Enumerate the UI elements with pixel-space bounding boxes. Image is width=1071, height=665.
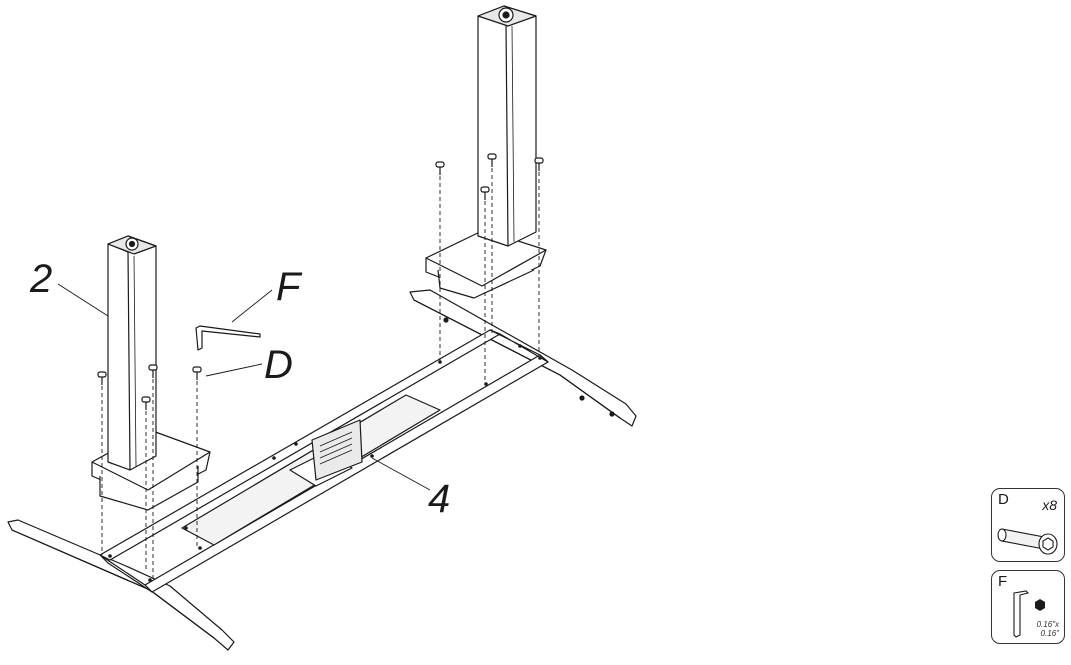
callout-allen-key-label: F [276,265,303,309]
callout-leg-label: 2 [29,257,52,301]
part-card-bolt: D x8 [991,488,1065,562]
right-leg [425,5,547,299]
bolt-icon [148,364,158,378]
part-letter: F [998,573,1008,590]
bolts-right-leg [435,153,544,200]
callout-bolt-label: D [264,343,293,387]
left-leg [91,235,211,511]
crossbar-frame [99,329,549,593]
bolt-icon [141,396,151,410]
part-quantity: x8 [1042,497,1057,513]
left-foot [7,519,235,651]
part-letter: D [998,491,1009,508]
allen-key [195,325,261,351]
callout-crossbar-label: 4 [428,477,450,521]
bolt-icon [97,371,107,385]
leader-lines [57,283,431,491]
bolt-icon [435,161,445,175]
bolt-icon [534,157,544,171]
bolt-icon [480,186,490,200]
bolt-icon [487,153,497,167]
allen-key-size: 0.16"x 0.16" [1036,620,1059,638]
part-card-allen-key: F 0.16"x 0.16" [991,570,1065,644]
hex-socket-bolt-icon [997,528,1058,555]
allen-key-icon [1013,590,1045,638]
alignment-lines [101,168,540,580]
bolts-left-leg [97,364,202,410]
bolt-icon [192,366,202,380]
